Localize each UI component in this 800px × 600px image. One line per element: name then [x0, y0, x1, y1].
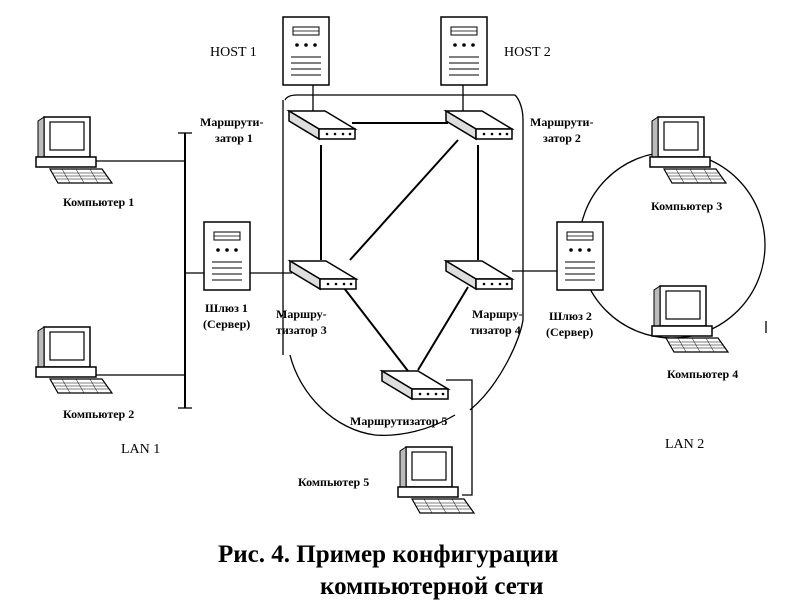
link-router3-router5	[343, 287, 409, 372]
computer4-icon	[651, 285, 729, 353]
router3-label-line2: тизатор 3	[276, 323, 327, 337]
computer2-label: Компьютер 2	[63, 407, 134, 421]
router4-label-line1: Маршру-	[472, 307, 523, 321]
host1-label: HOST 1	[210, 45, 257, 60]
backbone-boundary-top	[284, 94, 515, 101]
computer3-icon	[649, 116, 727, 184]
computer1-icon	[35, 116, 113, 184]
computer5-label: Компьютер 5	[298, 475, 369, 489]
router2-icon	[445, 110, 513, 140]
router1-label-line1: Маршрути-	[200, 115, 263, 129]
connection-lines	[74, 85, 767, 496]
figure-caption-line2: компьютерной сети	[320, 573, 544, 600]
router5-label: Маршрутизатор 5	[350, 414, 447, 428]
gateway2-label-line1: Шлюз 2	[549, 309, 592, 323]
router2-label-line2: затор 2	[543, 131, 581, 145]
backbone-boundary-right	[469, 94, 524, 411]
lan1-label: LAN 1	[121, 442, 160, 457]
computer5-icon	[397, 446, 475, 514]
figure-caption-line1: Рис. 4. Пример конфигурации	[218, 541, 558, 568]
gateway2-label-line2: (Сервер)	[546, 325, 593, 339]
computer3-label: Компьютер 3	[651, 199, 722, 213]
computer2-icon	[35, 326, 113, 394]
link-router5-computer5	[446, 379, 473, 496]
router1-label-line2: затор 1	[215, 131, 253, 145]
router3-label-line1: Маршру-	[276, 307, 327, 321]
router3-icon	[289, 260, 357, 290]
router2-label-line1: Маршрути-	[530, 115, 593, 129]
host2-server-icon	[440, 16, 488, 86]
host2-label: HOST 2	[504, 45, 551, 60]
link-router4-router5	[417, 286, 469, 371]
computer4-label: Компьютер 4	[667, 367, 738, 381]
router4-label-line2: тизатор 4	[470, 323, 521, 337]
host1-server-icon	[282, 16, 330, 86]
gateway1-server-icon	[203, 221, 251, 291]
gateway2-server-icon	[556, 221, 604, 291]
router4-icon	[445, 260, 513, 290]
gateway1-label-line1: Шлюз 1	[205, 301, 248, 315]
computer1-label: Компьютер 1	[63, 195, 134, 209]
link-router2-router3	[349, 139, 459, 261]
gateway1-label-line2: (Сервер)	[203, 317, 250, 331]
lan2-label: LAN 2	[665, 437, 704, 452]
backbone-boundary-bottom	[289, 354, 456, 436]
router1-icon	[288, 110, 356, 140]
router5-icon	[381, 370, 449, 400]
